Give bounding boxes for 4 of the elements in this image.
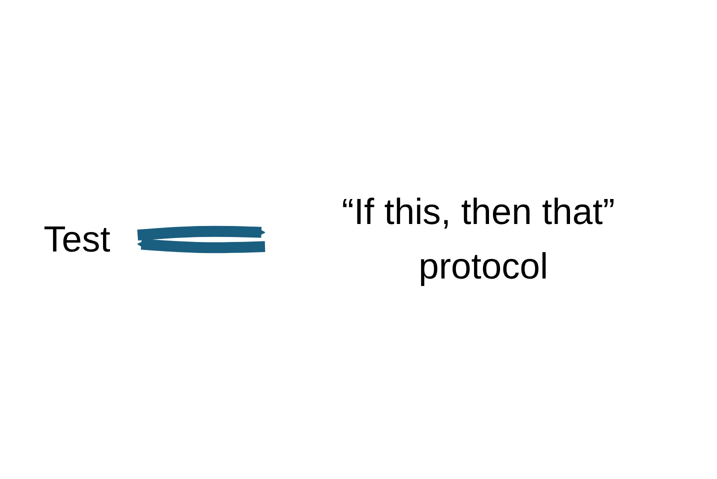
- node-text: Test: [43, 219, 110, 260]
- arrow: [136, 238, 265, 254]
- node-text: “If this, then that” protocol: [341, 192, 614, 287]
- arrow: [136, 226, 265, 240]
